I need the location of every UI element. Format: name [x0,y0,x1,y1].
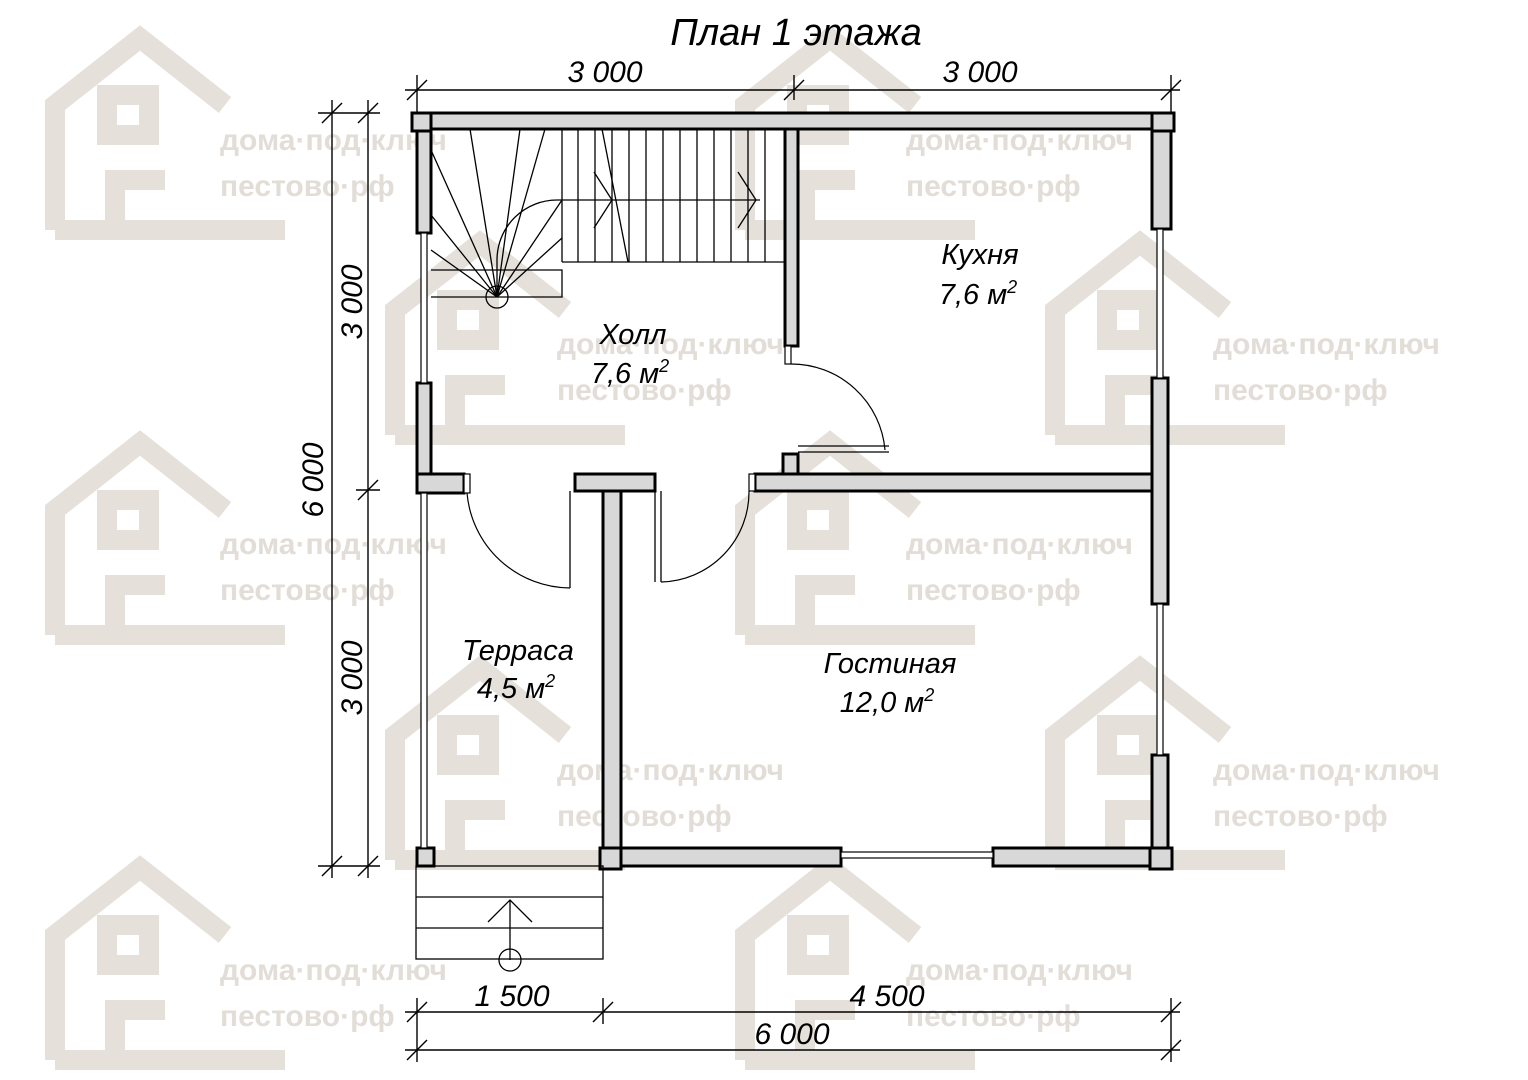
wall-bottom-left [601,846,843,868]
window-terrace-open [420,492,428,849]
window-right-upper [1156,228,1164,379]
watermark-text: пестово·рф [1213,800,1388,833]
watermark-text: дома·под·ключ [220,528,447,561]
windows [420,228,1164,859]
dim-top-left: 3 000 [567,56,642,89]
room-kitchen: Кухня 7,6 м2 [939,239,1019,311]
watermark-house-icon [735,430,975,645]
wall-corner-top-left [410,111,433,133]
room-kitchen-area: 7,6 м2 [939,277,1017,311]
wall-corner-bottom-right [1148,846,1174,871]
watermark-text: пестово·рф [906,1000,1081,1033]
wall-corner-top-right [1150,111,1176,133]
wall-right-middle [1150,376,1170,606]
watermark-house-icon [735,855,975,1070]
wall-living-top [753,472,1154,493]
room-hall-area: 7,6 м2 [591,356,669,390]
dim-bottom-right: 4 500 [849,980,924,1013]
watermark-text: дома·под·ключ [557,754,784,787]
room-kitchen-name: Кухня [941,239,1018,271]
watermark-text: пестово·рф [220,574,395,607]
wall-kitchen-partition [783,127,800,348]
watermark-text: дома·под·ключ [220,124,447,157]
porch-steps [415,865,604,972]
room-terrace-name: Терраса [462,635,574,667]
room-hall-name: Холл [599,319,667,351]
watermark-text: дома·под·ключ [906,528,1133,561]
post-terrace-corner [415,846,436,868]
watermark-house-icon [45,25,285,240]
dim-left-total: 6 000 [297,442,330,517]
room-living: Гостиная 12,0 м2 [824,648,957,719]
window-right-lower [1156,603,1164,756]
watermark-text: пестово·рф [1213,374,1388,407]
room-living-name: Гостиная [824,648,957,680]
watermark-text: пестово·рф [906,574,1081,607]
watermark-text: пестово·рф [220,170,395,203]
dim-left-upper: 3 000 [336,264,369,339]
window-left-upper [420,232,428,384]
watermark-text: дома·под·ключ [906,954,1133,987]
watermark-layer: дома·под·ключ пестово·рф дома·под·ключ п… [45,25,1440,1070]
door-living-leaf [748,473,756,492]
wall-terrace-stub [573,472,657,493]
dim-top-right: 3 000 [942,56,1017,89]
watermark-house-icon [45,430,285,645]
walls [410,111,1176,871]
watermark-text: пестово·рф [906,170,1081,203]
watermark-house-icon [45,855,285,1070]
wall-door-stub [781,452,800,476]
watermark-text: дома·под·ключ [220,954,447,987]
dim-bottom-left: 1 500 [474,980,549,1013]
wall-corner-bottom-left [598,846,623,871]
doors [463,345,889,589]
watermark-text: пестово·рф [557,800,732,833]
watermark-house-icon [385,230,625,445]
door-terrace-leaf [463,473,471,494]
dimension-lines [318,75,1182,1062]
plan-title: План 1 этажа [670,12,922,54]
wall-hall-stub-left [415,472,466,495]
room-hall: Холл 7,6 м2 [591,319,669,390]
wall-terrace-partition [601,489,623,868]
window-bottom [840,851,994,859]
dim-bottom-total: 6 000 [754,1018,829,1051]
door-kitchen-leaf [784,345,792,365]
wall-bottom-right [991,846,1170,868]
watermark-text: дома·под·ключ [1213,328,1440,361]
watermark-text: дома·под·ключ [1213,754,1440,787]
watermark-house-icon [1045,230,1285,445]
dim-left-lower: 3 000 [336,640,369,715]
watermark-text: пестово·рф [220,1000,395,1033]
room-terrace: Терраса 4,5 м2 [462,635,574,705]
staircase [430,128,785,309]
room-terrace-area: 4,5 м2 [477,671,555,705]
watermark-text: пестово·рф [557,374,732,407]
watermark-text: дома·под·ключ [557,328,784,361]
room-living-area: 12,0 м2 [840,685,934,719]
wall-top [415,111,1173,131]
